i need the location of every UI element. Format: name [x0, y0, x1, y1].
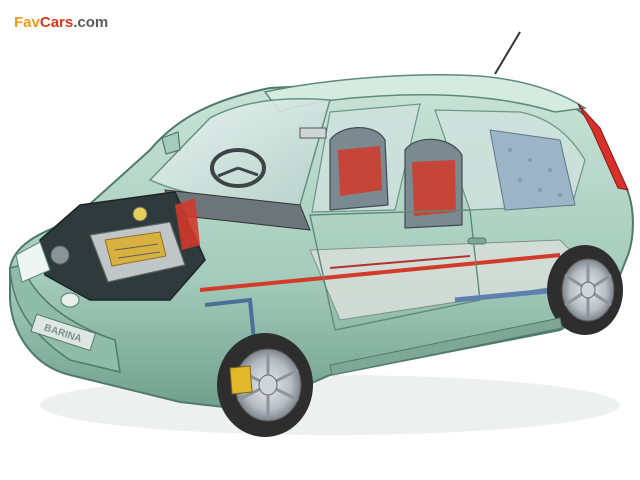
side-mirror	[161, 131, 181, 155]
antenna	[494, 31, 521, 75]
rear-wheel	[547, 245, 623, 335]
fuel-line	[329, 255, 471, 269]
brand-emblem	[60, 292, 80, 308]
door-handle	[467, 237, 487, 245]
roof-panel	[263, 74, 588, 113]
side-sill	[329, 317, 563, 376]
steering-wheel	[210, 148, 266, 188]
site-watermark: Fav Cars .com	[14, 14, 108, 31]
front-suspension	[204, 297, 257, 351]
watermark-fav: Fav	[14, 14, 40, 31]
engine-details	[50, 206, 161, 265]
headlight	[15, 241, 51, 283]
rearview-mirror	[299, 127, 327, 139]
driver-seat-cushion	[338, 146, 382, 196]
front-door-outline	[309, 209, 481, 331]
number-plate	[30, 313, 97, 352]
watermark-domain: .com	[73, 14, 109, 31]
tail-light	[577, 103, 629, 191]
exhaust-line	[199, 253, 561, 292]
front-bumper	[9, 264, 121, 373]
watermark-cars: Cars	[39, 14, 74, 31]
engine-red-component	[175, 198, 200, 250]
front-wheel	[217, 333, 313, 437]
rear-seat-pattern	[508, 148, 562, 197]
front-brake-caliper	[229, 365, 253, 395]
passenger-seat-cushion	[412, 160, 456, 216]
